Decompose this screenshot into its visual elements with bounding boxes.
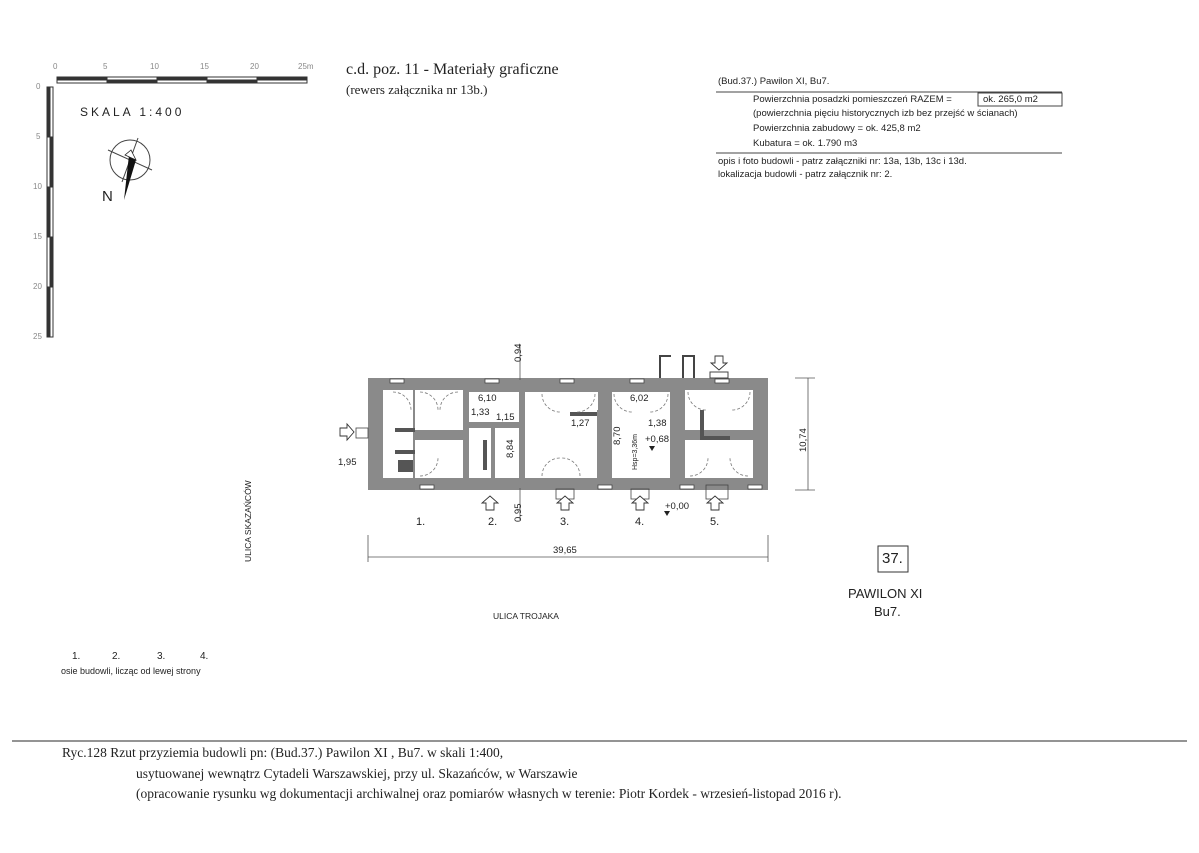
- page-title: c.d. poz. 11 - Materiały graficzne: [346, 61, 559, 78]
- dim-label: 1,95: [338, 457, 357, 468]
- caption-line-1: Ryc.128 Rzut przyziemia budowli pn: (Bud…: [62, 745, 504, 760]
- legend-num: 3.: [157, 651, 166, 662]
- north-label: N: [102, 188, 113, 205]
- info-floor-area-label: Powierzchnia posadzki pomieszczeń RAZEM …: [753, 94, 952, 105]
- axis-label: 3.: [560, 516, 570, 528]
- building-plan: [355, 355, 768, 500]
- scale-tick-h: 20: [250, 62, 259, 71]
- badge-name: PAWILON XI: [848, 586, 923, 601]
- badge-number: 37.: [882, 550, 903, 567]
- dim-label: 8,70: [612, 426, 623, 446]
- street-left-label: ULICA SKAZAŃCÓW: [243, 480, 253, 562]
- scale-tick-h: 0: [53, 62, 58, 71]
- scale-bar-horizontal: [56, 76, 308, 84]
- dim-label: 6,10: [478, 393, 497, 404]
- legend-text: osie budowli, licząc od lewej strony: [61, 666, 201, 676]
- axis-label: 2.: [488, 516, 498, 528]
- dim-label: 0,94: [513, 343, 524, 363]
- dim-label: 0,95: [513, 503, 524, 523]
- info-floor-area-note: (powierzchnia pięciu historycznych izb b…: [753, 108, 1018, 119]
- axis-label: 4.: [635, 516, 645, 528]
- level-marker-icons: [649, 446, 670, 516]
- dim-label: 1,15: [496, 412, 515, 423]
- scale-tick-v: 20: [33, 282, 42, 291]
- dim-label: +0,00: [665, 501, 690, 512]
- scale-tick-v: 15: [33, 232, 42, 241]
- legend-num: 1.: [72, 651, 81, 662]
- dim-label: 1,33: [471, 407, 490, 418]
- scale-tick-h: 25m: [298, 62, 314, 71]
- dim-label: 39,65: [553, 545, 577, 556]
- page-subtitle: (rewers załącznika nr 13b.): [346, 82, 488, 97]
- north-arrow-icon: [107, 137, 153, 200]
- info-building: (Bud.37.) Pawilon XI, Bu7.: [718, 76, 830, 87]
- dim-label: 6,02: [630, 393, 649, 404]
- scale-tick-v: 5: [36, 132, 41, 141]
- street-bottom-label: ULICA TROJAKA: [493, 611, 559, 621]
- info-panel-lines: [716, 91, 1063, 154]
- info-volume: Kubatura = ok. 1.790 m3: [753, 138, 858, 149]
- scale-tick-v: 10: [33, 182, 42, 191]
- dim-label: 1,38: [648, 418, 667, 429]
- dim-label: +0,68: [645, 434, 670, 445]
- info-desc-ref: opis i foto budowli - patrz załączniki n…: [718, 156, 967, 167]
- axis-label: 1.: [416, 516, 426, 528]
- scale-tick-h: 5: [103, 62, 108, 71]
- dim-label: 10,74: [798, 428, 809, 452]
- axis-label: 5.: [710, 516, 720, 528]
- dimension-lines: [367, 345, 815, 562]
- dim-label: 8,84: [505, 439, 516, 459]
- scale-tick-h: 10: [150, 62, 159, 71]
- legend-num: 2.: [112, 651, 121, 662]
- badge-frame: [877, 545, 909, 573]
- scale-tick-h: 15: [200, 62, 209, 71]
- scale-tick-v: 25: [33, 332, 42, 341]
- info-built-area: Powierzchnia zabudowy = ok. 425,8 m2: [753, 123, 921, 134]
- entrance-arrows: [339, 355, 729, 511]
- info-loc-ref: lokalizacja budowli - patrz załącznik nr…: [718, 169, 893, 180]
- scale-bar-vertical: [46, 86, 54, 338]
- dim-label: Hsp=3,36m: [632, 434, 639, 470]
- caption-line-3: (opracowanie rysunku wg dokumentacji arc…: [136, 786, 842, 801]
- info-floor-area-value: ok. 265,0 m2: [983, 94, 1038, 105]
- legend-num: 4.: [200, 651, 209, 662]
- dim-label: 1,27: [571, 418, 590, 429]
- badge-code: Bu7.: [874, 604, 901, 619]
- caption-line-2: usytuowanej wewnątrz Cytadeli Warszawski…: [136, 766, 578, 781]
- scale-label: SKALA 1:400: [80, 105, 185, 119]
- scale-tick-v: 0: [36, 82, 41, 91]
